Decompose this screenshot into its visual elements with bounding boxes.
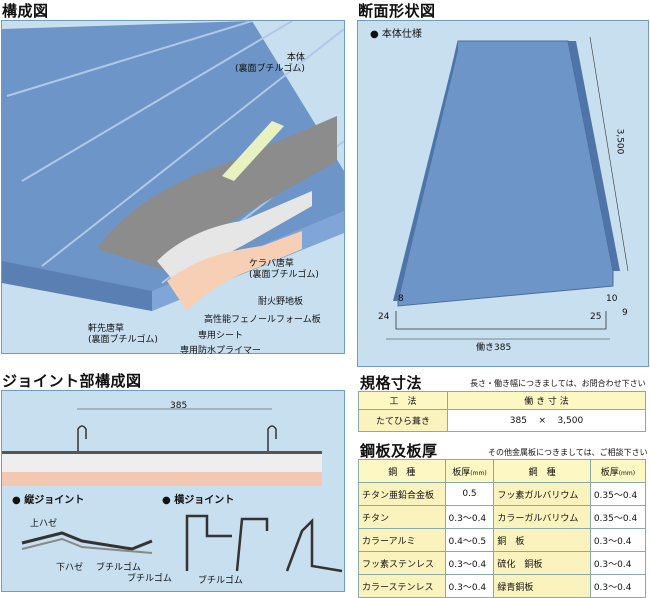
spec-method: たてひら葺き — [358, 409, 448, 432]
spec-col-method: 工 法 — [358, 391, 448, 410]
spec-label: 本体仕様 — [381, 29, 422, 40]
cross-section-title: 断面形状図 — [358, 2, 436, 20]
steel-title: 鋼板及板厚 — [360, 442, 438, 460]
dim-10: 10 — [606, 294, 618, 304]
dim-8: 8 — [398, 294, 404, 304]
label-keraba: ケラバ唐草 — [249, 259, 294, 269]
composition-panel: 本体 (裏面ブチルゴム) ケラバ唐草 (裏面ブチルゴム) 軒先唐草 (裏面ブチル… — [1, 20, 345, 356]
horizontal-joint-title: 横ジョイント — [174, 495, 235, 506]
cross-section-diagram — [386, 36, 629, 340]
spec-col-size: 働 き 寸 法 — [447, 391, 646, 410]
composition-diagram — [2, 20, 345, 311]
length-dim: 3,500 — [614, 128, 625, 155]
joint-diagram — [2, 408, 343, 573]
label-noki-sub: (裏面ブチルゴム) — [88, 335, 158, 345]
label-keraba-sub: (裏面ブチルゴム) — [249, 270, 319, 280]
spec-title: 規格寸法 — [360, 374, 423, 392]
spec-note: 長さ・働き幅につきましては、お問合わせ下さい — [470, 379, 646, 388]
spec-size: 385 × 3,500 — [447, 409, 646, 432]
steel-col-thick-1: 板厚(mm) — [444, 459, 495, 483]
spec-length: 3,500 — [557, 415, 584, 426]
vertical-joint-title: 縦ジョイント — [24, 495, 85, 506]
butyl-label-1: ブチルゴム — [96, 563, 141, 573]
label-primer: 専用防水プライマー — [180, 346, 262, 356]
spec-times: × — [538, 415, 546, 426]
composition-title: 構成図 — [2, 2, 49, 20]
joint-title: ジョイント部構成図 — [2, 372, 142, 390]
dim-25: 25 — [590, 312, 602, 322]
butyl-label-2: ブチルゴム — [127, 574, 172, 584]
steel-note: その他金属板につきましては、ご相談下さい — [488, 448, 648, 457]
label-sheet: 専用シート — [198, 331, 244, 341]
label-fireproof: 耐火野地板 — [258, 297, 304, 307]
work-width: 働き385 — [476, 343, 512, 353]
steel-col-type-2: 鋼 種 — [493, 459, 591, 483]
joint-width: 385 — [170, 401, 188, 411]
dim-24: 24 — [378, 312, 390, 322]
spec-table: 工 法 働 き 寸 法 たてひら葺き 385 × 3,500 — [358, 391, 646, 432]
lower-seam: 下ハゼ — [56, 563, 84, 573]
dim-9: 9 — [622, 308, 628, 318]
butyl-label-3: ブチルゴム — [198, 576, 243, 586]
label-foam: 高性能フェノールフォーム板 — [204, 315, 321, 325]
label-body-sub: (裏面ブチルゴム) — [235, 64, 305, 74]
steel-col-thick-2: 板厚(mm) — [589, 459, 647, 483]
joint-panel: 385 ● 縦ジョイント ● 横ジョイント 上ハゼ 下ハゼ ブチルゴム ブチルゴ… — [1, 390, 345, 592]
label-body: 本体 — [286, 53, 305, 63]
upper-seam: 上ハゼ — [30, 519, 58, 529]
label-noki: 軒先唐草 — [88, 324, 125, 334]
cross-section-panel: ● 本体仕様 3,500 8 10 24 25 9 働き385 — [357, 20, 649, 367]
spec-width: 385 — [509, 415, 527, 426]
steel-col-type-1: 鋼 種 — [358, 459, 446, 483]
